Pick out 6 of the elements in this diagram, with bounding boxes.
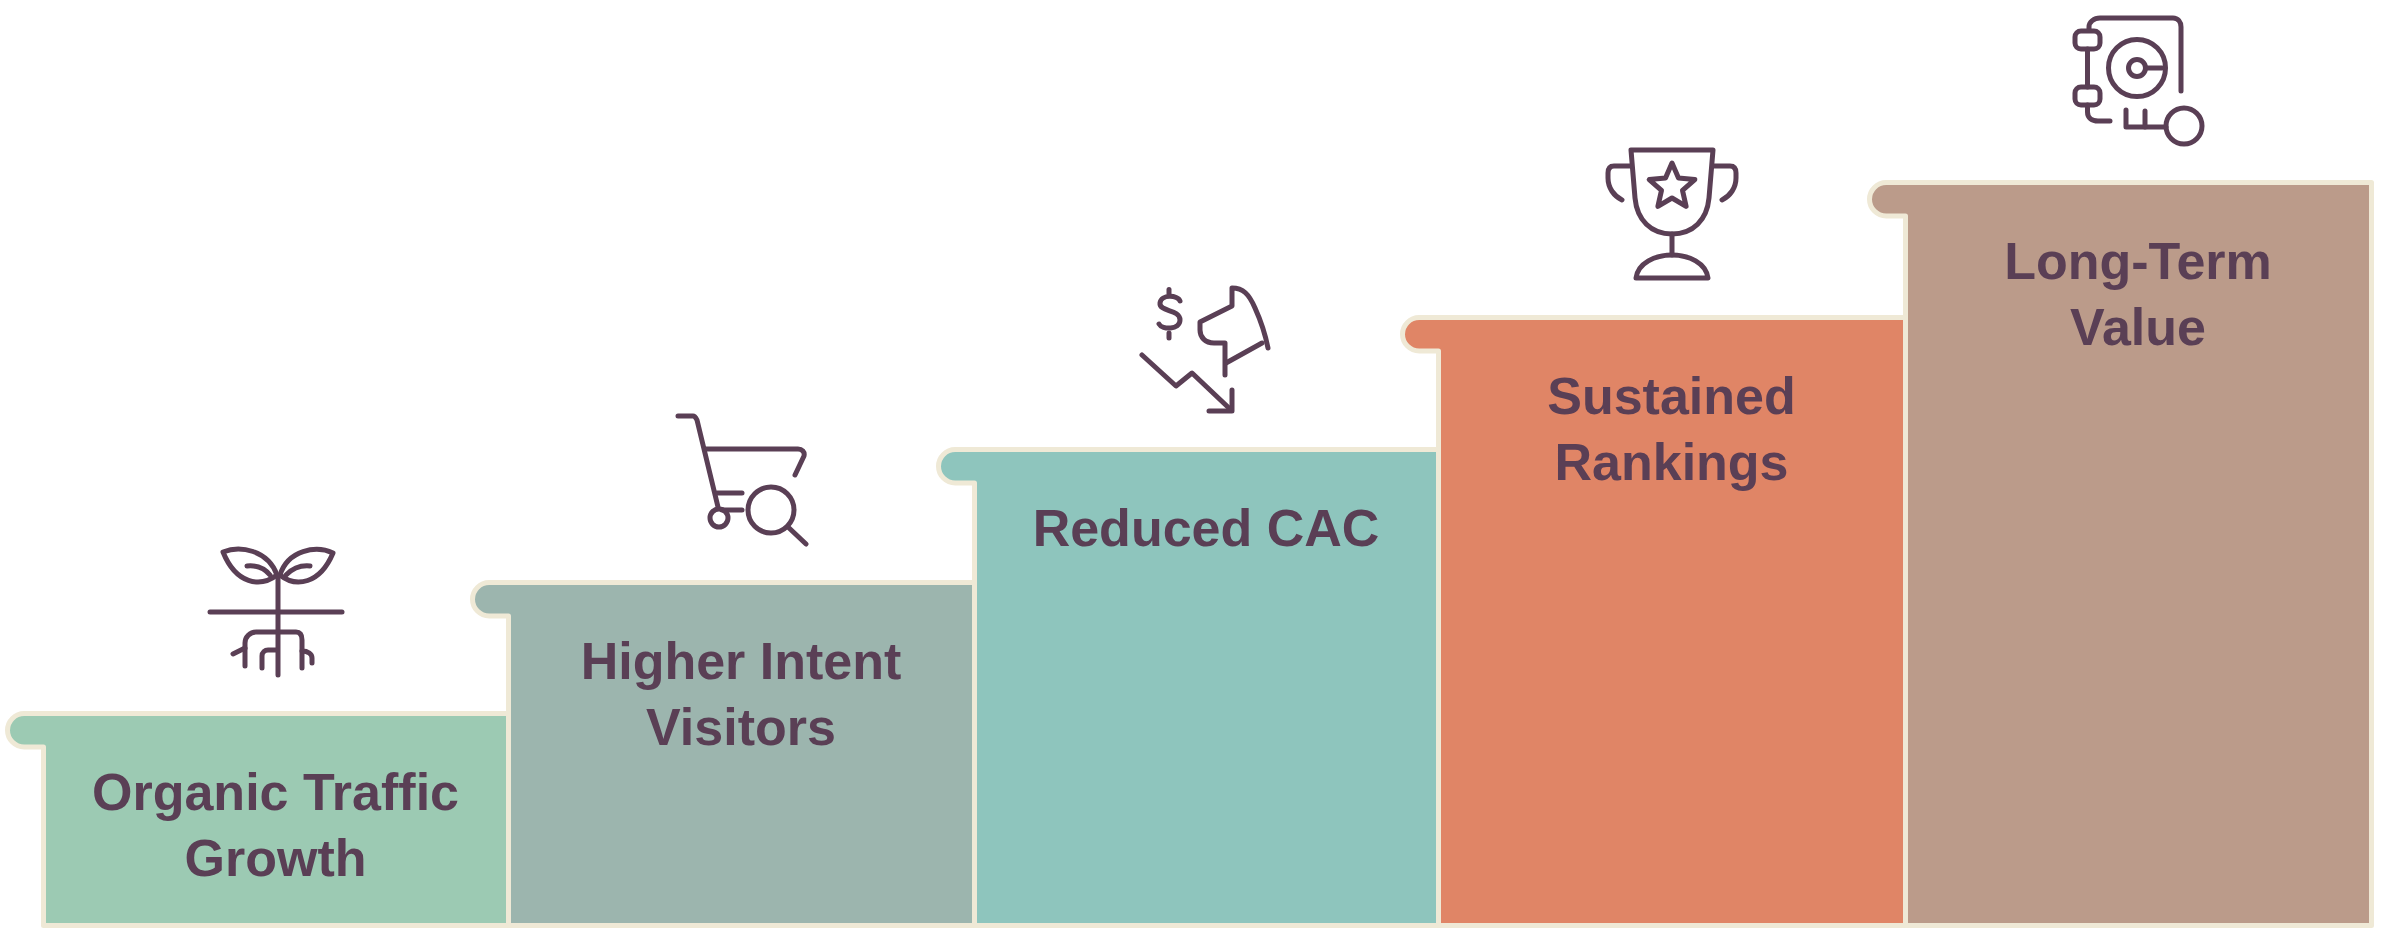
step-label: Higher Intent Visitors (580, 632, 902, 756)
step-label: Organic Traffic Growth (92, 763, 459, 887)
step-label: Sustained Rankings (1547, 367, 1796, 491)
stair-step (1866, 179, 2374, 928)
step-label: Reduced CAC (1032, 499, 1380, 557)
step-label: Long-Term Value (2004, 232, 2272, 356)
